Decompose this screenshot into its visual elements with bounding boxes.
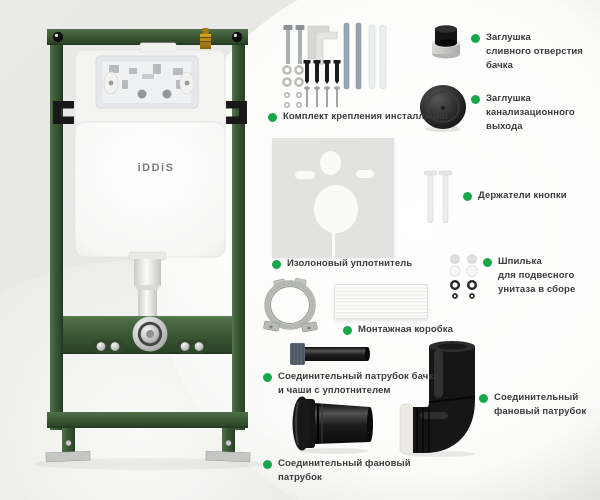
bullet-icon xyxy=(483,257,492,267)
label-tank-bowl-connector: Соединительный патрубок бачка и чаши с у… xyxy=(263,370,439,398)
stud-set-illustration xyxy=(449,254,478,299)
waste-connector-elbow-illustration xyxy=(399,341,476,457)
cistern-top-tab xyxy=(139,42,177,53)
frame-hole-right xyxy=(231,31,243,43)
frame-bottom xyxy=(45,412,251,463)
mounting-box-illustration xyxy=(334,284,428,319)
mounting-kit-illustration xyxy=(282,22,387,109)
label-text: бачка xyxy=(486,60,513,71)
flush-pipe xyxy=(128,251,167,320)
foot-plate-right xyxy=(205,450,251,463)
label-mounting-kit: Комплект крепления инсталляции xyxy=(268,110,448,124)
wall-bracket-right xyxy=(226,101,247,124)
label-sewer-outlet-plug: Заглушка канализационного выхода xyxy=(471,92,575,134)
kit-screws xyxy=(304,86,340,107)
bullet-icon xyxy=(268,112,277,122)
mechanism-marks xyxy=(109,64,183,89)
holder-rod xyxy=(438,170,453,224)
label-waste-connector-elbow: Соединительный фановый патрубок xyxy=(479,391,586,419)
gasket-cutout-left xyxy=(295,171,315,179)
label-text: Соединительный патрубок бачка xyxy=(278,371,439,382)
clamp-illustration xyxy=(263,278,318,333)
bullet-icon xyxy=(343,325,352,335)
flush-outlet xyxy=(132,316,168,352)
label-text: патрубок xyxy=(278,472,322,483)
label-text: Соединительный xyxy=(494,392,579,403)
bullet-icon xyxy=(471,94,480,104)
button-holders-illustration xyxy=(424,170,453,224)
kit-bolts xyxy=(283,25,305,64)
bullet-icon xyxy=(263,372,272,382)
bullet-icon xyxy=(463,191,472,201)
label-wall-hung-stud: Шпилька для подвесного унитаза в сборе xyxy=(483,255,575,297)
bullet-icon xyxy=(272,259,281,269)
sewer-outlet-plug-illustration xyxy=(420,85,466,132)
kit-brackets xyxy=(307,25,338,66)
label-text: Держатели кнопки xyxy=(478,190,567,201)
frame-hole-left xyxy=(52,31,64,43)
holder-rod xyxy=(424,170,438,224)
wall-bracket-left xyxy=(53,101,74,124)
label-text: Заглушка xyxy=(486,32,531,43)
label-mounting-box: Монтажная коробка xyxy=(343,323,453,337)
concealed-cistern: iDDiS xyxy=(53,28,247,320)
foot-plate-left xyxy=(45,450,91,463)
label-text: сливного отверстия xyxy=(486,46,583,57)
bullet-icon xyxy=(471,33,480,43)
bullet-icon xyxy=(263,459,272,469)
izolon-gasket-illustration xyxy=(272,138,394,258)
cistern-front-panel xyxy=(74,121,226,258)
tank-bowl-connector-illustration xyxy=(290,343,370,365)
frame-crossbar-upper xyxy=(63,316,232,354)
kit-washers xyxy=(282,65,304,109)
kit-threaded-rods xyxy=(343,22,362,90)
bullet-icon xyxy=(479,393,488,403)
cistern-access-window xyxy=(95,55,199,109)
gasket-cutout-circle xyxy=(314,185,358,233)
label-text: Соединительный фановый xyxy=(278,458,411,469)
label-text: фановый патрубок xyxy=(494,406,587,417)
label-text: Комплект крепления инсталляции xyxy=(283,111,448,122)
tank-drain-plug-illustration xyxy=(432,25,460,59)
frame-top-bar xyxy=(47,29,248,45)
gasket-cutout-right xyxy=(356,170,374,178)
label-text: для подвесного xyxy=(498,270,575,281)
label-izolon-gasket: Изолоновый уплотнитель xyxy=(272,257,412,271)
gasket-cutout-slit xyxy=(332,232,335,258)
frame-shadow xyxy=(33,458,263,470)
mechanism-port-right xyxy=(162,89,172,99)
label-text: Изолоновый уплотнитель xyxy=(287,258,413,269)
frame-rails xyxy=(50,30,245,430)
label-text: Монтажная коробка xyxy=(358,324,453,335)
brand-logo: iDDiS xyxy=(138,162,175,174)
mechanism-port-left xyxy=(137,89,147,99)
waste-connector-straight-illustration xyxy=(292,396,373,454)
label-text: выхода xyxy=(486,121,523,132)
label-text: унитаза в сборе xyxy=(498,284,576,295)
label-text: Шпилька xyxy=(498,256,542,267)
water-inlet-fitting xyxy=(200,28,211,49)
label-tank-drain-plug: Заглушка сливного отверстия бачка xyxy=(471,31,583,73)
kit-sleeves xyxy=(368,24,387,90)
label-waste-connector-straight: Соединительный фановый патрубок xyxy=(263,457,411,485)
label-button-holders: Держатели кнопки xyxy=(463,189,567,203)
gasket-cutout-oval xyxy=(320,151,341,175)
kit-anchors xyxy=(303,60,341,84)
label-text: и чаши с уплотнителем xyxy=(278,385,391,396)
installation-frame-illustration: iDDiS xyxy=(33,28,263,470)
label-text: Заглушка xyxy=(486,93,531,104)
label-text: канализационного xyxy=(486,107,575,118)
